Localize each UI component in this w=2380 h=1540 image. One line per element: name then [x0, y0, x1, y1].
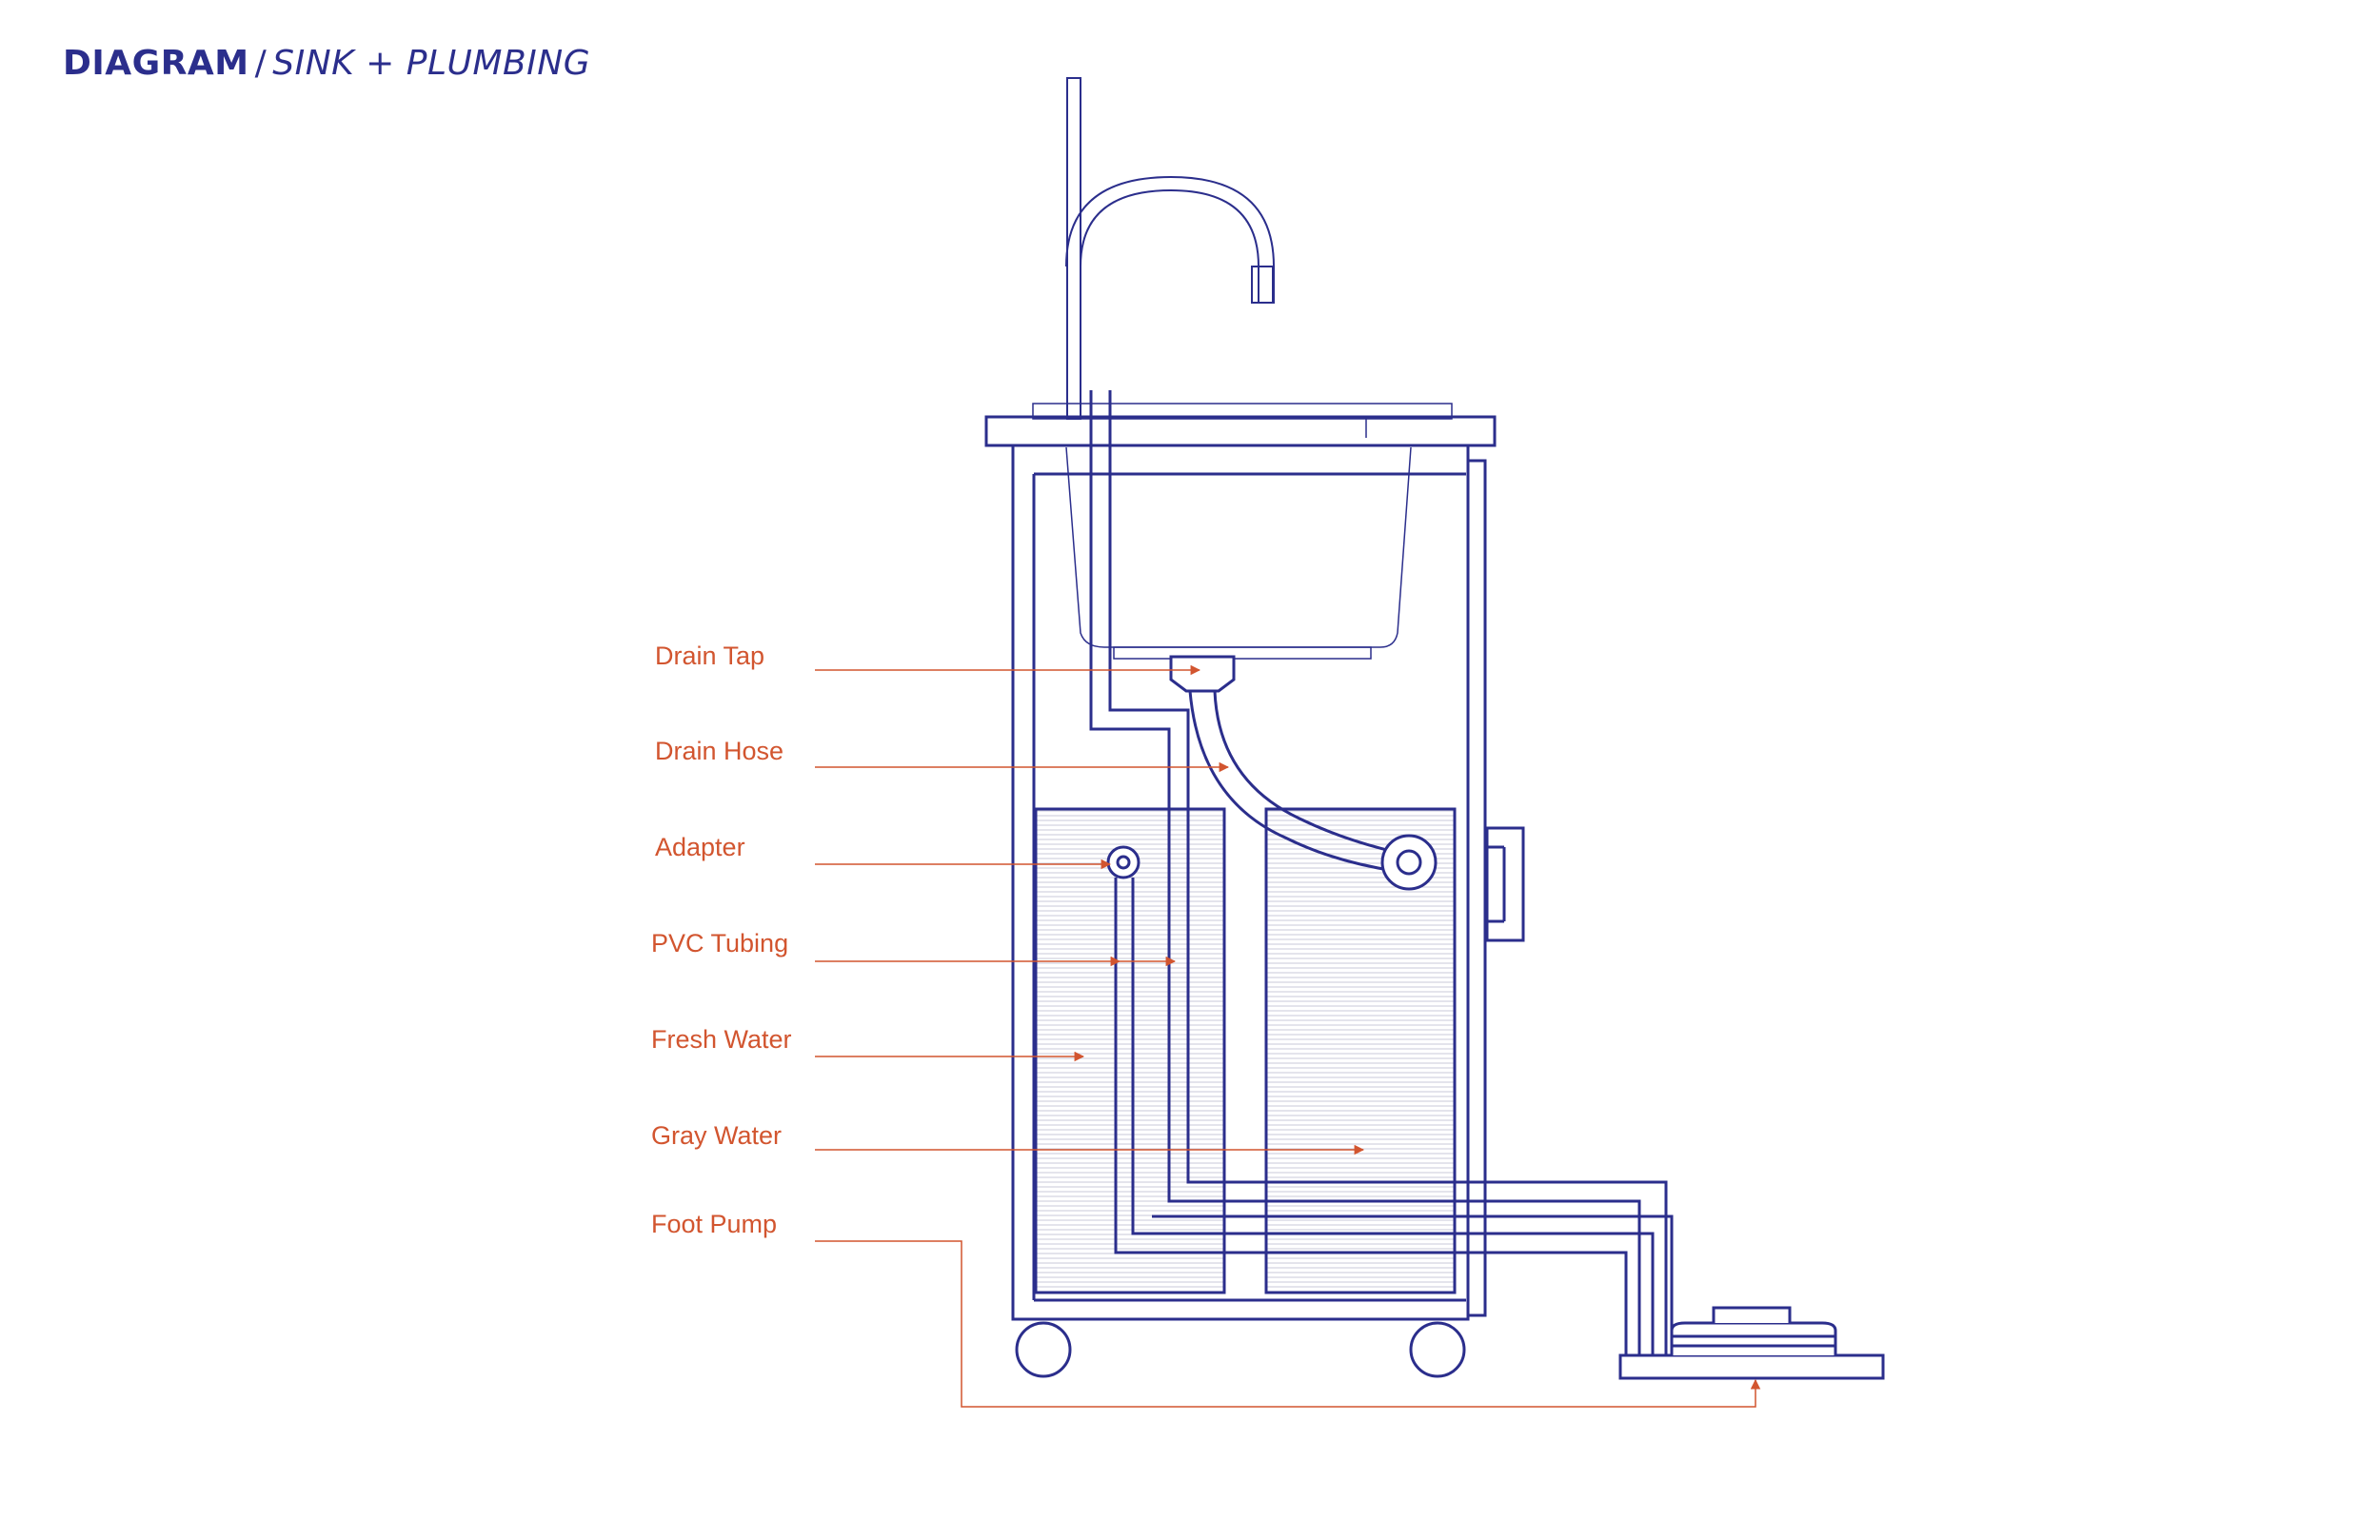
sink-rim — [1032, 403, 1453, 420]
drain-hose — [1188, 690, 1438, 891]
sink-bowl — [1065, 446, 1412, 648]
fresh-water-tank — [1034, 807, 1226, 1294]
diagram-title: DIAGRAM/SINK + PLUMBING — [63, 44, 590, 83]
cabinet-handle — [1485, 826, 1525, 942]
foot-pump — [1618, 1306, 1885, 1380]
soap-dispenser-rod — [1066, 77, 1081, 420]
faucet-tip — [1251, 266, 1274, 304]
drain-tap — [1169, 655, 1236, 693]
wheels — [1015, 1321, 1466, 1378]
label-adapter: Adapter — [655, 833, 745, 861]
title-subtitle: SINK + PLUMBING — [272, 44, 591, 83]
label-gray-water: Gray Water — [651, 1121, 783, 1150]
label-pvc-tubing: PVC Tubing — [651, 929, 789, 958]
label-foot-pump: Foot Pump — [651, 1210, 778, 1238]
foot-pump-pedal — [1712, 1306, 1792, 1323]
sink-bottom — [1113, 646, 1372, 660]
sink-basin — [1032, 403, 1453, 660]
label-drain-hose: Drain Hose — [655, 737, 784, 765]
title-main: DIAGRAM — [63, 44, 249, 83]
label-fresh-water: Fresh Water — [651, 1025, 792, 1054]
cabinet — [1011, 444, 1525, 1321]
adapter — [1106, 845, 1140, 879]
counter-top — [984, 415, 1497, 447]
foot-pump-body — [1670, 1321, 1837, 1355]
leader-lines — [815, 664, 1761, 1408]
leader-foot-pump — [815, 1240, 1761, 1408]
faucet-spout — [1065, 175, 1275, 419]
cabinet-door-edge — [1466, 459, 1487, 1317]
wheel-left — [1015, 1321, 1072, 1378]
foot-pump-base — [1618, 1353, 1885, 1380]
tank-divider — [1222, 1214, 1268, 1293]
gray-water-tank — [1264, 807, 1457, 1294]
water-tanks — [1034, 807, 1457, 1294]
faucet — [1065, 77, 1275, 420]
wheel-right — [1409, 1321, 1466, 1378]
pvc-tubing — [1114, 878, 1674, 1361]
label-drain-tap: Drain Tap — [655, 642, 765, 670]
countertop-slab — [984, 415, 1497, 447]
title-separator: / — [254, 44, 268, 83]
